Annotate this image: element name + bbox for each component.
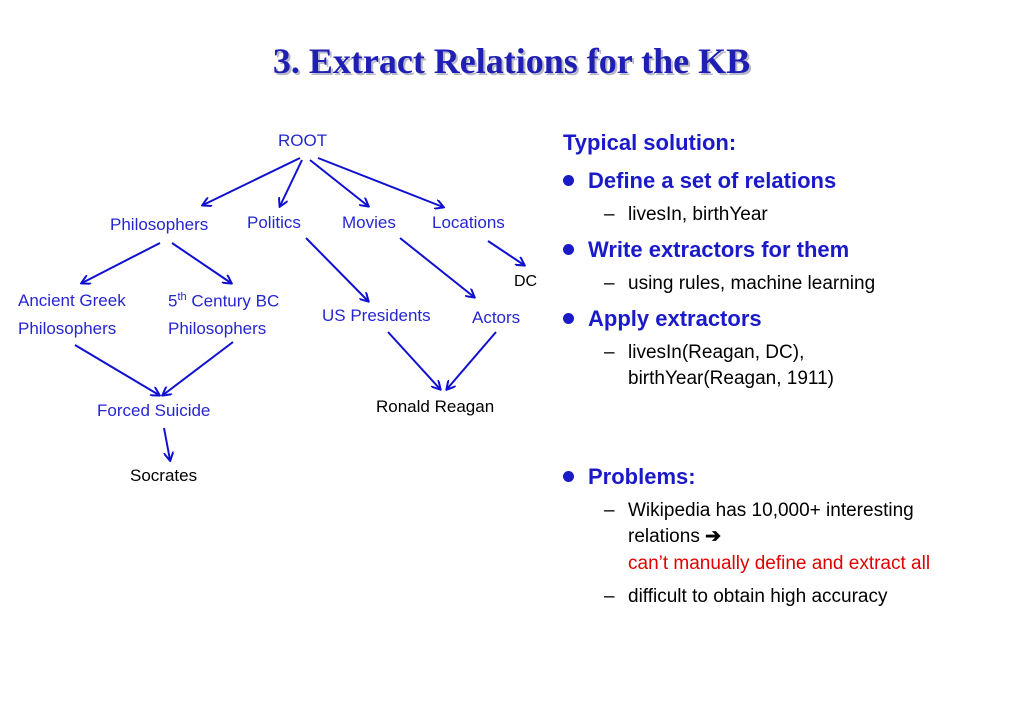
sub-item: livesIn, birthYear bbox=[628, 204, 768, 225]
taxonomy-tree-arrows bbox=[74, 157, 560, 708]
tree-node-actors: Actors bbox=[472, 308, 521, 327]
tree-node-root: ROOT bbox=[278, 131, 328, 150]
tree-node-fifth-century-line2: Philosophers bbox=[168, 319, 267, 338]
arrow-ancient-forced bbox=[74, 344, 159, 395]
arrow-politics-uspresidents bbox=[305, 237, 368, 301]
bullet-label: Define a set of relations bbox=[588, 168, 837, 193]
sub-item: using rules, machine learning bbox=[628, 273, 876, 294]
sub-item-text: relations bbox=[628, 526, 700, 547]
arrow-locations-dc bbox=[487, 240, 524, 265]
arrow-uspresidents-reagan bbox=[387, 331, 440, 389]
arrow-philosophers-ancient bbox=[82, 242, 161, 283]
dash-marker: – bbox=[604, 586, 615, 607]
arrow-root-movies bbox=[309, 159, 368, 206]
sub-item: difficult to obtain high accuracy bbox=[628, 586, 888, 607]
arrow-root-philosophers bbox=[203, 157, 301, 205]
tree-node-ancient-greek-line1: Ancient Greek bbox=[18, 291, 126, 310]
dash-marker: – bbox=[604, 204, 615, 225]
tree-node-philosophers: Philosophers bbox=[110, 215, 209, 234]
arrow-root-locations bbox=[317, 157, 443, 207]
fifth-number: 5 bbox=[168, 291, 178, 311]
sub-item: birthYear(Reagan, 1911) bbox=[628, 368, 834, 389]
bullet-write-extractors: Write extractors for them bbox=[563, 237, 849, 263]
bullet-problems: Problems: bbox=[563, 464, 696, 490]
arrow-forced-socrates bbox=[163, 427, 170, 460]
tree-node-locations: Locations bbox=[432, 213, 505, 232]
sub-item-relations: relations ➔ bbox=[628, 524, 721, 549]
arrow-actors-reagan bbox=[447, 331, 497, 389]
arrow-philosophers-fifth bbox=[171, 242, 231, 283]
sub-item: Wikipedia has 10,000+ interesting bbox=[628, 500, 914, 521]
tree-leaf-socrates: Socrates bbox=[130, 466, 198, 485]
bullet-dot bbox=[563, 243, 574, 255]
bullet-label: Write extractors for them bbox=[588, 237, 850, 262]
dash-marker: – bbox=[604, 342, 615, 363]
bullet-dot bbox=[563, 470, 574, 482]
bullet-apply-extractors: Apply extractors bbox=[563, 306, 762, 332]
bullet-label: Apply extractors bbox=[588, 306, 762, 331]
arrow-root-politics bbox=[280, 159, 303, 206]
dash-marker: – bbox=[604, 500, 615, 521]
arrow-movies-actors bbox=[399, 237, 474, 297]
tree-node-ancient-greek-line2: Philosophers bbox=[18, 319, 117, 338]
bullet-dot bbox=[563, 174, 574, 186]
slide-title: 3. Extract Relations for the KB bbox=[272, 41, 751, 81]
fifth-superscript: th bbox=[177, 291, 187, 303]
tree-node-politics: Politics bbox=[247, 213, 301, 232]
sub-item-warning: can’t manually define and extract all bbox=[628, 553, 931, 574]
dash-marker: – bbox=[604, 273, 615, 294]
sub-item: livesIn(Reagan, DC), bbox=[628, 342, 805, 363]
tree-leaf-ronald-reagan: Ronald Reagan bbox=[376, 397, 495, 416]
tree-node-us-presidents: US Presidents bbox=[322, 306, 431, 325]
arrow-right-icon: ➔ bbox=[705, 526, 722, 547]
fifth-rest: Century BC bbox=[186, 291, 280, 311]
bullet-dot bbox=[563, 312, 574, 324]
tree-node-forced-suicide: Forced Suicide bbox=[97, 401, 211, 420]
bullet-label: Problems: bbox=[588, 464, 696, 489]
tree-node-movies: Movies bbox=[342, 213, 396, 232]
tree-node-fifth-century-line1: 5th Century BC bbox=[168, 291, 279, 312]
arrow-fifth-forced bbox=[163, 341, 234, 395]
tree-leaf-dc: DC bbox=[514, 273, 538, 290]
panel-heading: Typical solution: bbox=[563, 130, 737, 155]
bullet-define-relations: Define a set of relations bbox=[563, 168, 836, 194]
